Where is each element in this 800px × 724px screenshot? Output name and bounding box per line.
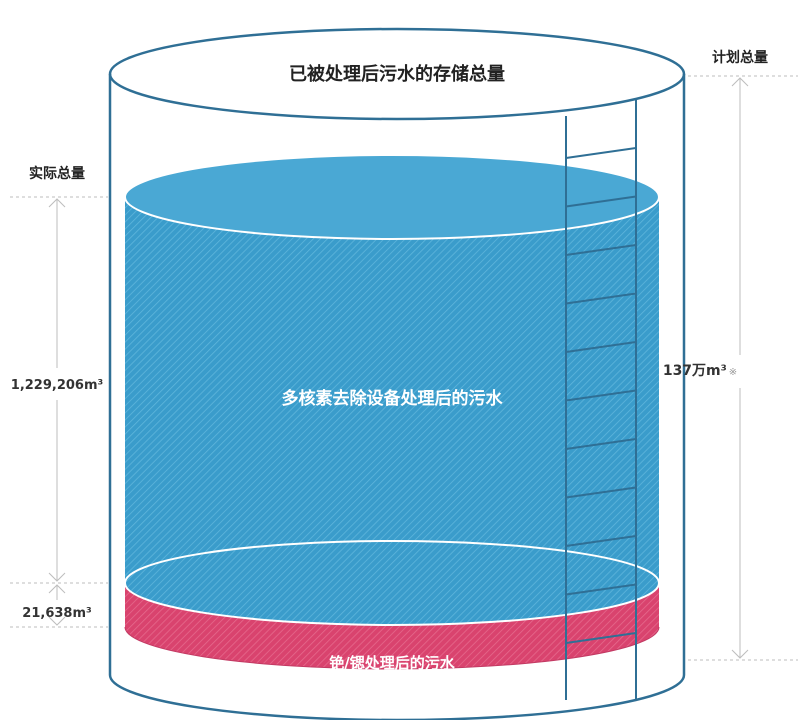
planned-span-arrow-top (731, 77, 749, 87)
pink-span-arrow-bottom (48, 616, 66, 626)
ladder-rung (565, 438, 637, 450)
blue-span-arrow-top (48, 198, 66, 208)
blue-segment-top-surface (124, 154, 660, 240)
ladder-rung (565, 195, 637, 208)
chart-title: 已被处理后污水的存储总量 (289, 63, 505, 85)
blue-span-arrow-bottom (48, 572, 66, 582)
blue-segment-value-label: 1,229,206m³ (11, 378, 103, 393)
ladder-rung (565, 341, 637, 353)
ladder-rung (565, 389, 637, 402)
ladder-rung (565, 632, 637, 644)
pink-segment-value-label: 21,638m³ (22, 606, 91, 621)
planned-span-arrow-bottom (731, 649, 749, 659)
planned-total-value-text: 137万m³ (663, 363, 727, 379)
actual-total-label: 实际总量 (29, 165, 85, 182)
ladder-rung (565, 244, 637, 256)
pink-segment-label: 铯/锶处理后的污水 (329, 654, 455, 672)
ladder-rung (565, 486, 637, 499)
planned-total-value: 137万m³※ (663, 363, 737, 379)
pink-segment-bottom-edge (124, 626, 660, 670)
planned-total-label: 计划总量 (712, 49, 768, 66)
ladder-rung (565, 292, 637, 305)
blue-segment-label: 多核素去除设备处理后的污水 (282, 388, 504, 409)
segment-boundary-ellipse (124, 540, 660, 626)
ladder-rung (565, 147, 637, 159)
tank-bottom-edge (108, 674, 686, 722)
blue-segment-body (125, 197, 659, 625)
ladder-rung (565, 583, 637, 596)
planned-total-note-mark: ※ (729, 367, 737, 378)
ladder-rung (565, 535, 637, 547)
